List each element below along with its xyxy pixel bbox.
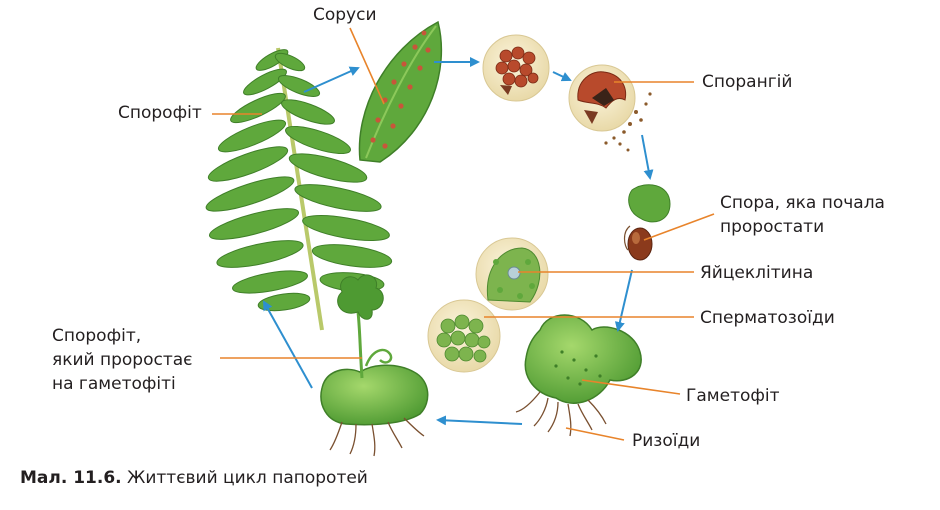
label-spora-line-1: Спора, яка почала — [720, 192, 885, 214]
leader-ryzoidy — [566, 428, 624, 440]
germinating-spore — [625, 185, 671, 260]
label-spermatozoidy: Сперматозоїди — [700, 307, 835, 329]
label-young-line-2: який проростає — [52, 349, 193, 371]
sporangium-closeup — [569, 65, 652, 152]
label-spora-line-2: проростати — [720, 216, 824, 238]
leader-sorusy — [350, 28, 384, 104]
figure-number: Мал. 11.6. — [20, 468, 122, 488]
arrow-young-to-sporophyte — [264, 302, 312, 388]
arrow-sorus-to-sporangium — [553, 72, 570, 80]
sori-frond — [359, 22, 441, 162]
arrow-spore-to-gametophyte — [618, 270, 632, 330]
antheridia-closeup — [428, 300, 500, 372]
gametophyte — [516, 315, 641, 436]
arrow-sporophyte-to-sori — [304, 68, 358, 92]
label-sorusy: Соруси — [313, 4, 377, 26]
label-sporofit: Спорофіт — [118, 102, 202, 124]
arrow-sporangium-to-spore — [642, 135, 650, 178]
figure-title: Життєвий цикл папоротей — [127, 468, 368, 488]
archegonium-closeup — [476, 238, 548, 310]
label-gametofit: Гаметофіт — [686, 385, 780, 407]
arrow-gametophyte-to-young — [438, 420, 522, 424]
label-young-line-3: на гаметофіті — [52, 373, 176, 395]
label-sporangiy: Спорангій — [702, 71, 792, 93]
young-sporophyte-on-gametophyte — [321, 275, 428, 456]
label-yaytseklityna: Яйцеклітина — [700, 262, 813, 284]
figure-caption: Мал. 11.6. Життєвий цикл папоротей — [20, 468, 368, 488]
label-ryzoidy: Ризоїди — [632, 430, 700, 452]
label-young-line-1: Спорофіт, — [52, 325, 141, 347]
sorus-closeup — [483, 35, 549, 101]
